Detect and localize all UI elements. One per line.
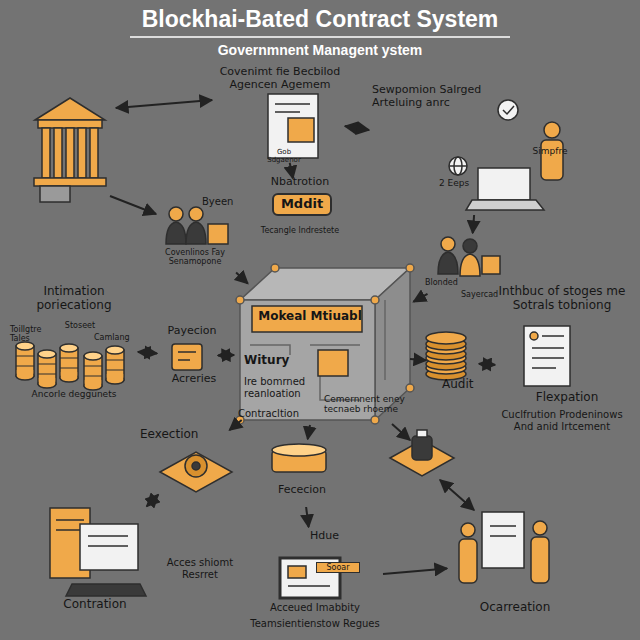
node-label: Stoseet [60,321,100,330]
connector-arrow [306,507,309,527]
node-label: Nbatrotion [242,176,358,189]
diagram-node: NbatrotionMdditTecangle lndrestete [242,176,358,250]
node-label: Teamsientienstow Regues [240,618,390,630]
edge-label: Acces shiomt Resrret [150,557,250,580]
diagram-node: Intimation poriecationgToillgtre Tales St… [10,285,135,409]
node-label: Cuclfrution Prodeninows And anid Irtceme… [492,409,632,432]
screen-tag: Sooar [316,562,360,573]
node-label: 2 Eeps [432,178,476,188]
presenters-icon [459,512,549,583]
node-label: Contration [50,598,140,612]
node-label: Blonded [425,278,475,287]
storage-block [272,444,326,472]
diagram-title: Blockhai-Bated Contract System [0,6,640,33]
connector-arrow [479,364,495,365]
diagram-node: Contration [40,500,150,616]
node-label: Camlang [94,333,134,342]
node-label: Gob Sdgaenor [262,148,306,164]
connector-arrow [230,420,242,430]
connector-arrow [138,352,157,354]
title-rule [130,36,510,38]
diagram-node: Ocarreation [450,505,580,620]
coin-stack [426,332,466,380]
node-label: Toillgtre Tales [10,325,50,343]
highlight-box: Mddit [272,193,332,216]
node-label: Hdue [310,530,354,543]
connector-arrow [147,495,158,506]
bank-icon [34,98,106,202]
node-label: Simpfre [522,146,578,156]
node-label: Mokeal Mtiuabl [254,310,366,324]
connector-arrow [383,568,447,574]
node-label: Audit [442,378,482,392]
node-label: Ire bomrned reanloation [244,376,336,399]
node-label: Cemernnent eney tecnaeb rhoeme [324,394,420,415]
node-label: Covenlinos Fay Senamopone [150,248,240,266]
connector-arrow [345,126,369,130]
node-label: Intimation poriecationg [18,285,130,313]
node-label: Acceued Imabbity [250,602,380,614]
node-label: Ancorle deggunets [16,389,132,399]
node-label: Witury [244,354,304,368]
node-label: Flexpation [522,391,612,405]
node-label: Contracltion [238,408,318,420]
storage-cylinders [16,342,124,390]
node-label: Acreries [164,373,224,386]
diagram-node: Sewpomion Salrged Arteluing anrcSimpfre 2… [372,84,586,212]
node-label: Inthbuc of stoges me Sotrals tobniong [492,285,632,313]
subtitle: Governmnent Managent ystem [0,42,640,58]
connector-arrow [218,354,234,356]
node-label: Tecangle lndrestete [242,226,358,235]
computer-icon [50,508,146,596]
payment-icon [172,344,202,370]
diagram-node: Mokeal MtiuablWituryIre bomrned reanloat… [228,284,416,422]
connector-arrow [473,215,474,233]
diagram-node: Eexection [140,428,240,498]
diagram-node: ByeenCovenlinos Fay Senamopone [150,196,240,272]
diagram-node: Covenimt fie Becbilod Agencen AgememGob … [218,66,342,165]
bottle-tile [390,430,454,476]
node-label: Byeen [202,196,240,208]
people-icon [166,207,228,244]
diagram-node: Audit [420,332,482,392]
diagram-node: PayecionAcreries [160,325,224,387]
document-icon [268,94,318,158]
connector-arrow [308,425,310,439]
node-label: Fececion [262,484,342,497]
connector-arrow [414,294,428,302]
node-label: Eexection [140,428,220,442]
node-label: Covenimt fie Becbilod Agencen Agemem [218,66,342,91]
diagram-node: HdueSooarAcceued ImabbityTeamsientiensto… [250,530,380,630]
decor-arrows [110,100,474,510]
diagram-node: Inthbuc of stoges me Sotrals tobniongFle… [492,285,632,453]
connector-arrow [410,359,426,360]
report-icon [524,326,570,386]
people-icon [438,237,500,276]
execution-tile [160,452,232,492]
diagram-node: Fececion [262,442,342,504]
connector-arrow [236,273,248,284]
node-label: Sewpomion Salrged Arteluing anrc [372,84,504,109]
node-label: Payecion [160,325,224,338]
node-label: Ocarreation [460,601,570,615]
